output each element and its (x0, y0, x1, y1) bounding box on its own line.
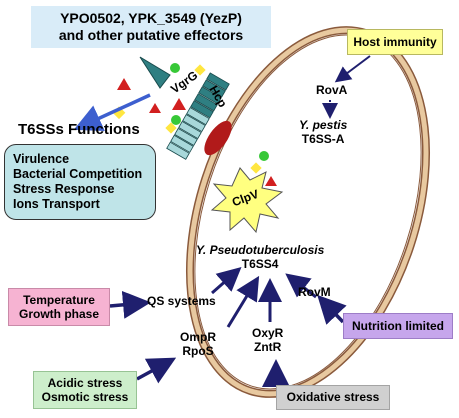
ompr-line-1: OmpR (180, 330, 216, 344)
ompr-line-2: RpoS (182, 343, 214, 358)
temperature-box: Temperature Growth phase (8, 288, 110, 326)
membrane-pore (204, 120, 232, 156)
function-item-competition: Bacterial Competition (13, 167, 143, 181)
acid-arrow (136, 357, 177, 384)
functions-title: T6SSs Functions (18, 121, 140, 138)
temperature-arrow (109, 290, 151, 319)
host-immunity-arrow (334, 55, 371, 83)
ypseudo-line-1: Y. Pseudotuberculosis (196, 243, 325, 257)
qs-label: QS systems (147, 294, 216, 308)
nutrition-box: Nutrition limited (343, 313, 453, 339)
ypseudo-line-2: T6SS4 (241, 256, 279, 271)
ompr-label: OmpR RpoS (180, 330, 216, 359)
temperature-line-2: Growth phase (18, 307, 99, 321)
qs-arrow (211, 267, 242, 295)
rovm-arrow (285, 273, 317, 299)
function-item-ions: Ions Transport (13, 197, 100, 211)
ypseudo-label: Y. Pseudotuberculosis T6SS4 (196, 243, 325, 272)
ypestis-line-2: T6SS-A (301, 131, 345, 146)
clpv-starburst (210, 167, 284, 234)
ypestis-label: Y. pestis T6SS-A (299, 118, 348, 147)
nutrition-arrow (317, 294, 347, 325)
oxyr-label: OxyR ZntR (252, 326, 284, 355)
effector-particles-inside (250, 151, 277, 186)
host-immunity-label: Host immunity (353, 34, 437, 49)
oxidative-label: Oxidative stress (286, 390, 380, 405)
functions-box: Virulence Bacterial Competition Stress R… (4, 144, 156, 220)
rova-label: RovA (316, 83, 348, 97)
oxyr-line-1: OxyR (252, 326, 284, 340)
acid-line-1: Acidic stress (47, 375, 123, 390)
temperature-line-1: Temperature (23, 292, 95, 307)
acid-line-2: Osmotic stress (41, 390, 129, 404)
nutrition-label: Nutrition limited (352, 318, 444, 333)
ypestis-line-1: Y. pestis (299, 118, 348, 132)
function-item-stress: Stress Response (13, 182, 115, 196)
rovm-label: RovM (298, 285, 331, 299)
acid-box: Acidic stress Osmotic stress (33, 371, 137, 409)
oxidative-box: Oxidative stress (276, 385, 390, 410)
functions-arrow (73, 93, 151, 132)
oxyr-line-2: ZntR (254, 339, 282, 354)
effectors-line-1: YPO0502, YPK_3549 (YezP) (60, 10, 242, 27)
effectors-box: YPO0502, YPK_3549 (YezP) and other putat… (31, 6, 271, 48)
vgrg-spike (139, 56, 171, 89)
ompr-arrow (226, 275, 260, 328)
hcp-tube (166, 72, 230, 160)
function-item-virulence: Virulence (13, 152, 70, 166)
effectors-line-2: and other putative effectors (58, 27, 244, 43)
host-immunity-box: Host immunity (347, 29, 443, 55)
